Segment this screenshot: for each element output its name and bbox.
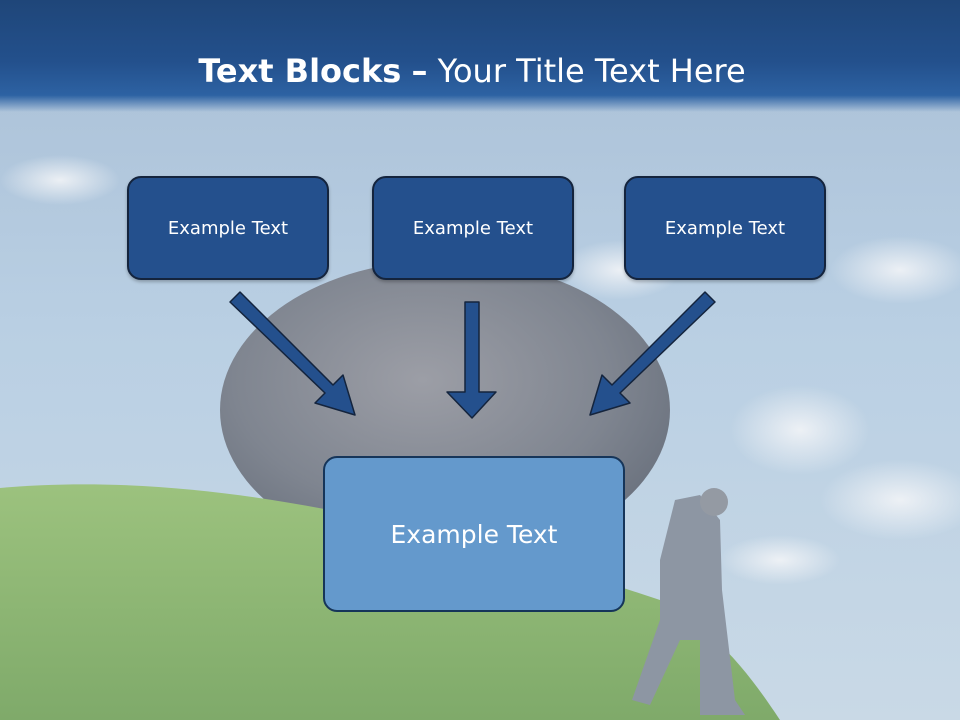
text-block-label: Example Text: [412, 217, 534, 239]
text-block-center[interactable]: Example Text: [372, 176, 574, 280]
text-block-left[interactable]: Example Text: [127, 176, 329, 280]
title-rest-text: Your Title Text Here: [437, 52, 746, 90]
text-block-right[interactable]: Example Text: [624, 176, 826, 280]
title-dash: –: [411, 52, 428, 90]
arrow-down-right-icon: [229, 291, 356, 416]
arrow-down-left-icon: [589, 291, 716, 416]
slide-title: Text Blocks – Your Title Text Here: [0, 52, 944, 90]
arrow-down-icon: [446, 301, 497, 419]
text-block-label: Example Text: [167, 217, 289, 239]
title-bold-text: Text Blocks: [198, 52, 402, 90]
text-block-main[interactable]: Example Text: [323, 456, 625, 612]
title-bar: [0, 0, 960, 112]
text-block-label: Example Text: [664, 217, 786, 239]
text-block-main-label: Example Text: [390, 519, 558, 549]
